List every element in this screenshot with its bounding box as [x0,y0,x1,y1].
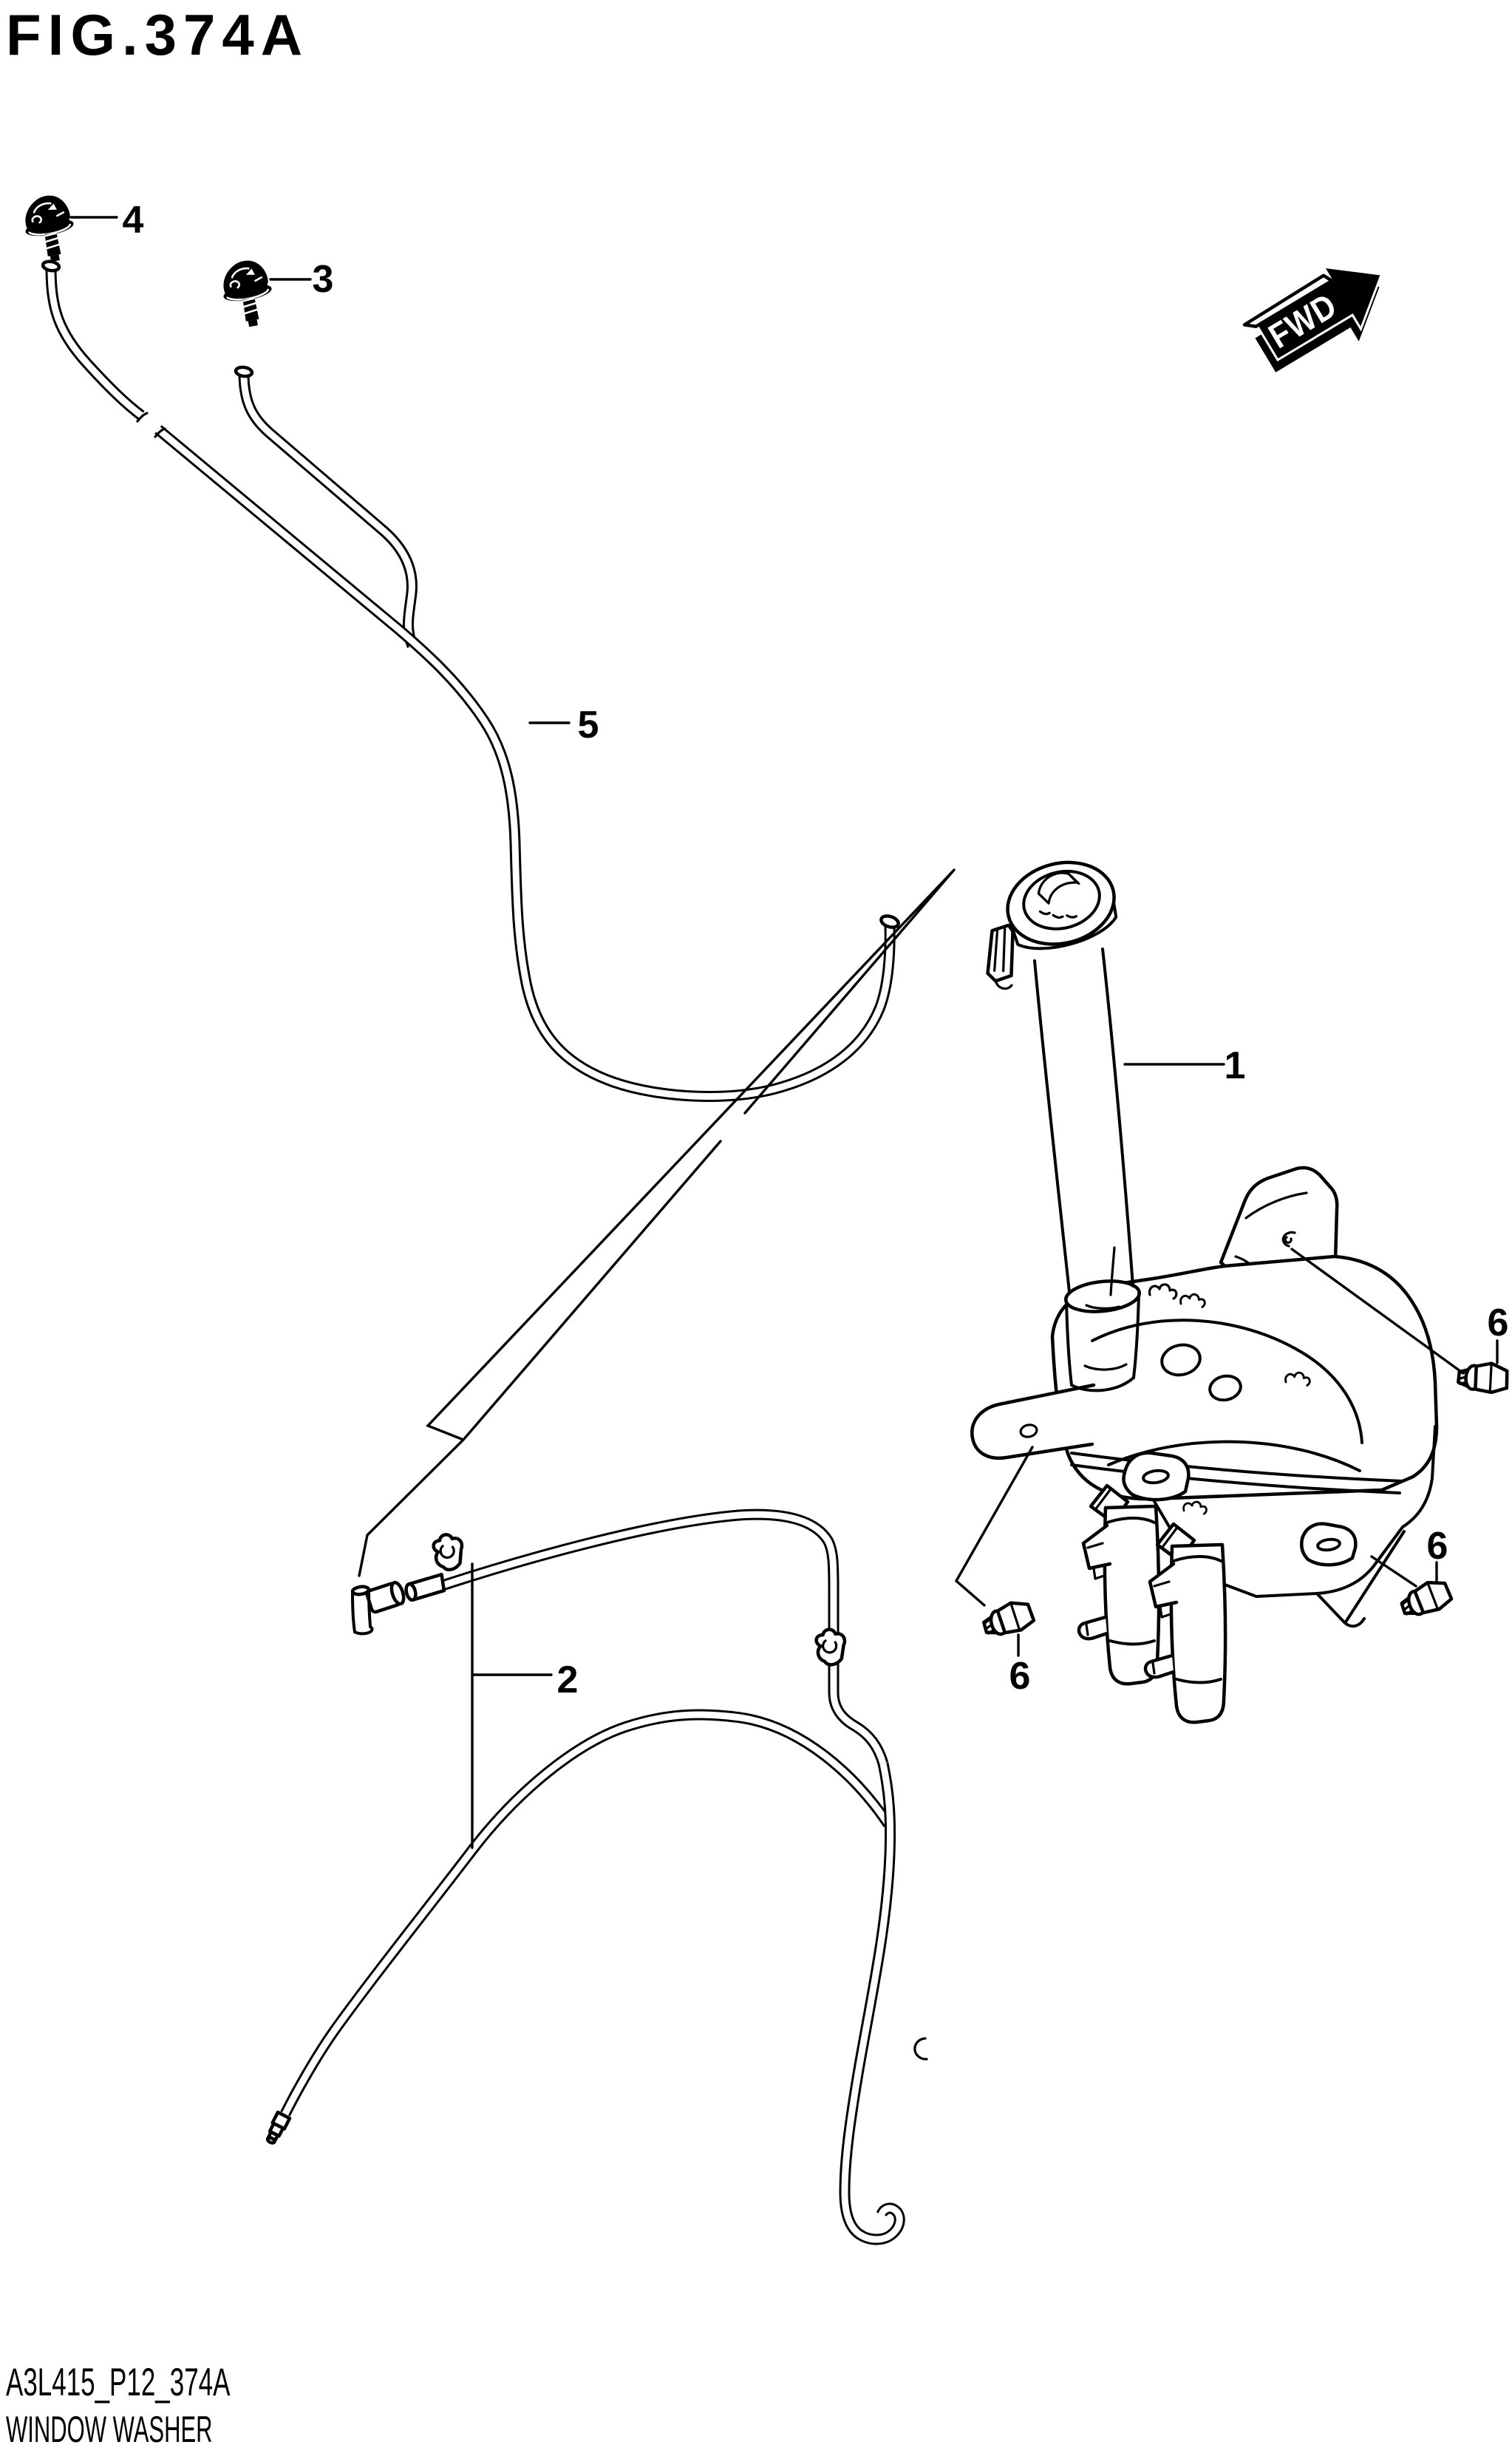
washer-symbol-icon [1037,871,1080,919]
leader-lines [69,216,1499,1849]
filler-cap [986,860,1118,990]
elbow-joint [350,1573,446,1636]
mounting-screw-left [981,1599,1035,1639]
callout-5: 5 [578,704,599,746]
leader-line-2 [471,1562,553,1849]
callout-2: 2 [557,1659,579,1701]
pointer-sliver [358,868,956,1577]
washer-nozzle-right [217,256,279,332]
footer: A3L415_P12_374A WINDOW WASHER [6,2359,346,2452]
tank-body [1050,1254,1439,1628]
front-washer-hoses [41,259,900,1096]
rear-hose-tip [265,2110,292,2145]
leader-line-6-left [954,1446,1034,1657]
callout-3: 3 [313,258,334,301]
callout-6-right: 6 [1427,1525,1448,1568]
mounting-screw-right [1398,1577,1454,1619]
hose-clip-upper [432,1533,465,1572]
mounting-screw-top [1457,1360,1509,1394]
washer-nozzle-left [18,191,81,267]
bracket-hole [1281,1231,1296,1248]
callout-1: 1 [1225,1044,1246,1087]
drawing-code: A3L415_P12_374A [6,2361,231,2404]
callout-6-top: 6 [1488,1302,1509,1344]
bracket-hole [1019,1423,1038,1438]
washer-pump-front [1079,1486,1159,1684]
hose-clip-mark [913,2037,928,2061]
hose-clip-lower [816,1628,846,1665]
washer-tank-assembly [970,860,1439,1722]
tank-left-bracket [970,1383,1096,1460]
fwd-arrow: FWD [1242,265,1383,373]
rear-washer-hose [265,1514,928,2239]
filler-neck-base [1063,1279,1142,1392]
cap-tether-clip [986,923,1015,990]
leader-line-6-right [1370,1555,1438,1588]
figure-caption: WINDOW WASHER [6,2409,213,2450]
leader-line-6-top [1290,1248,1499,1375]
callout-6-left: 6 [1009,1655,1031,1698]
figure-title: FIG.374A [6,2,310,67]
filler-neck [1033,948,1134,1371]
callout-4: 4 [123,199,144,242]
